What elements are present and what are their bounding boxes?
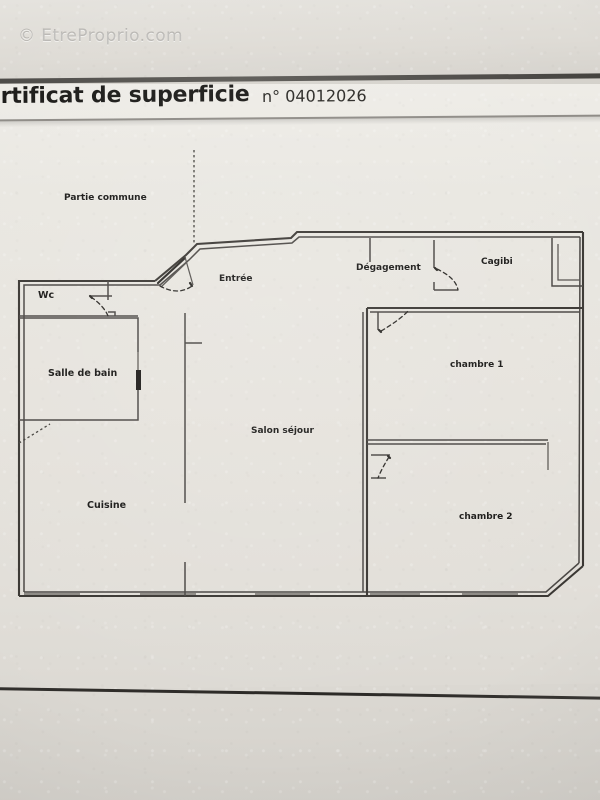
room-label-entree: Entrée xyxy=(219,274,253,284)
paper-bottom-band xyxy=(0,683,600,800)
room-label-chambre-2: chambre 2 xyxy=(459,512,513,522)
room-label-wc: Wc xyxy=(38,290,55,301)
room-label-cagibi: Cagibi xyxy=(481,257,513,267)
room-label-chambre-1: chambre 1 xyxy=(450,360,504,370)
watermark-etreproprio: © EtreProprio.com xyxy=(18,26,183,46)
room-label-partie-commune: Partie commune xyxy=(64,193,147,203)
room-label-salon-sejour: Salon séjour xyxy=(251,426,314,436)
page-title: ertificat de superficie xyxy=(0,82,250,110)
document-title-band: ertificat de superficie n° 04012026 xyxy=(0,77,600,118)
room-label-degagement: Dégagement xyxy=(356,263,421,273)
room-label-cuisine: Cuisine xyxy=(87,500,127,511)
document-number: n° 04012026 xyxy=(261,86,367,106)
room-label-salle-de-bain: Salle de bain xyxy=(48,368,118,379)
paper-main-sheet xyxy=(0,84,600,704)
